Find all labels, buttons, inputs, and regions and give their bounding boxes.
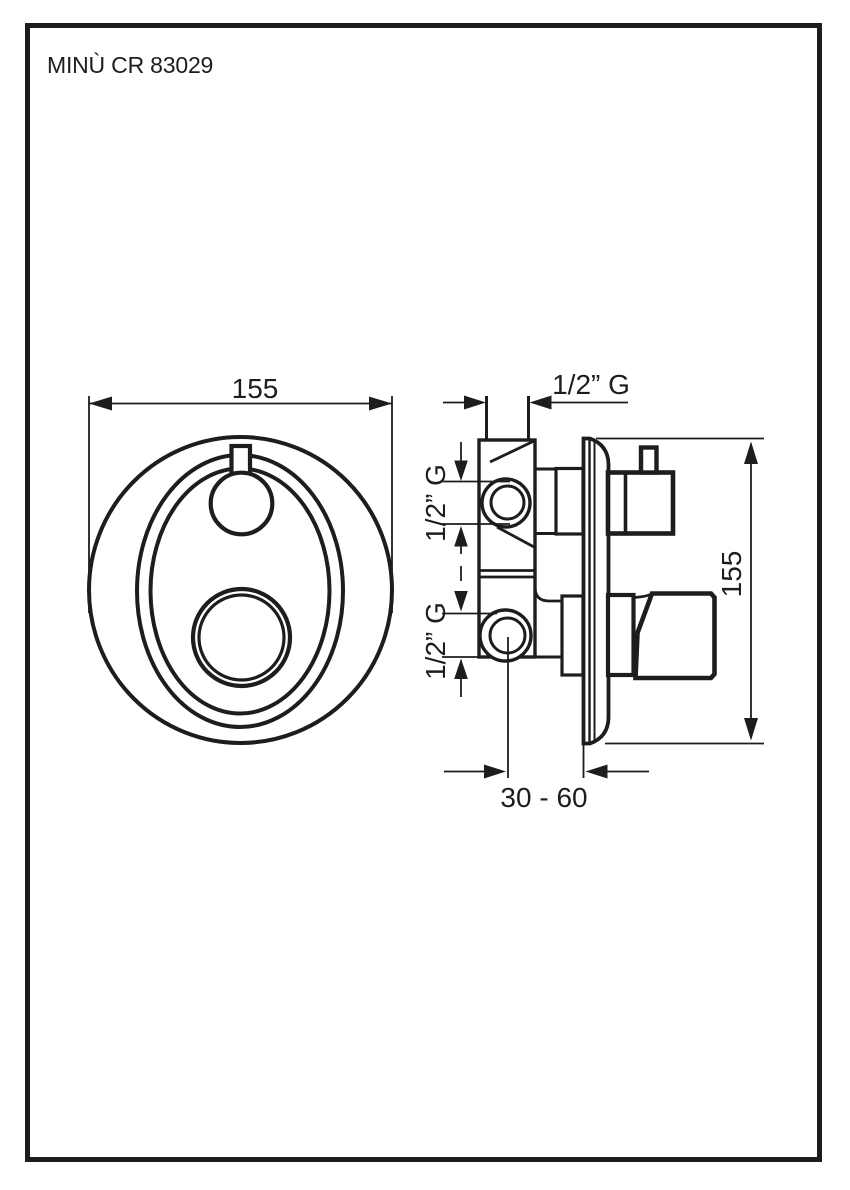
front-knob-tab [229,443,253,476]
front-bottom-knob-inner [197,593,286,682]
dimension-top-connection [443,395,628,410]
product-title: MINÙ CR 83029 [47,52,214,78]
dimension-height [596,437,764,745]
bottom-handle-lever [633,591,717,681]
front-bottom-knob-outer [190,586,293,689]
upper-port-inner [489,484,526,521]
top-handle [605,470,676,536]
dimension-label-front-width: 155 [231,373,279,404]
wall-plate [581,436,611,746]
top-pipe [485,396,530,440]
dimension-label-depth: 30 - 60 [500,782,588,813]
bottom-handle-base [605,592,636,678]
top-handle-tab [638,445,659,475]
dimension-label-upper-port: 1/2” G [420,464,451,542]
page-border-frame [25,23,822,1162]
front-view [87,435,394,745]
dimension-lower-port [442,612,497,697]
dimension-label-top-connection: 1/2” G [552,369,630,400]
side-view [477,396,717,746]
dimension-label-height: 155 [716,550,747,598]
dimension-label-lower-port: 1/2” G [420,602,451,680]
dimension-upper-port [442,442,510,612]
dimension-depth [444,637,649,779]
front-top-knob [208,470,275,537]
dimension-front-width [88,396,393,613]
